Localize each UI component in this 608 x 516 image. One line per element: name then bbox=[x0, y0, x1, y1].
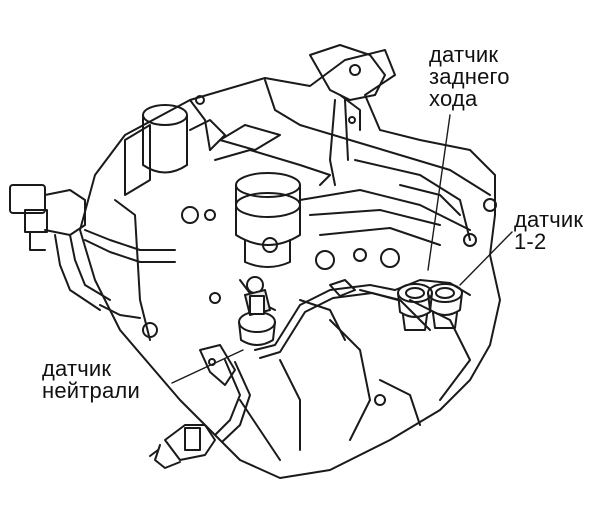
shift-bracket bbox=[309, 44, 386, 186]
label-reverse-line-3: хода bbox=[429, 86, 478, 111]
label-1-2-line-1: датчик bbox=[514, 207, 584, 232]
neutral-sensor bbox=[238, 289, 276, 346]
transmission-housing bbox=[79, 49, 501, 479]
reverse-and-1-2-sensors bbox=[397, 283, 463, 331]
shift-cylinder bbox=[142, 104, 226, 174]
label-neutral-line-2: нейтрали bbox=[42, 378, 140, 403]
label-neutral-sensor: датчик нейтрали bbox=[42, 358, 140, 402]
label-reverse-line-1: датчик bbox=[429, 42, 499, 67]
selector-shaft bbox=[214, 149, 331, 311]
label-reverse-sensor: датчик заднего хода bbox=[429, 44, 510, 110]
leader-lines bbox=[171, 114, 513, 384]
label-1-2-line-2: 1-2 bbox=[514, 229, 547, 254]
harness-plug bbox=[149, 424, 216, 469]
left-connector bbox=[9, 184, 176, 319]
housing-bolts bbox=[142, 95, 497, 406]
label-neutral-line-1: датчик bbox=[42, 356, 112, 381]
label-1-2-sensor: датчик 1-2 bbox=[514, 209, 583, 253]
wiring-harness bbox=[199, 279, 471, 443]
label-reverse-line-2: заднего bbox=[429, 64, 510, 89]
